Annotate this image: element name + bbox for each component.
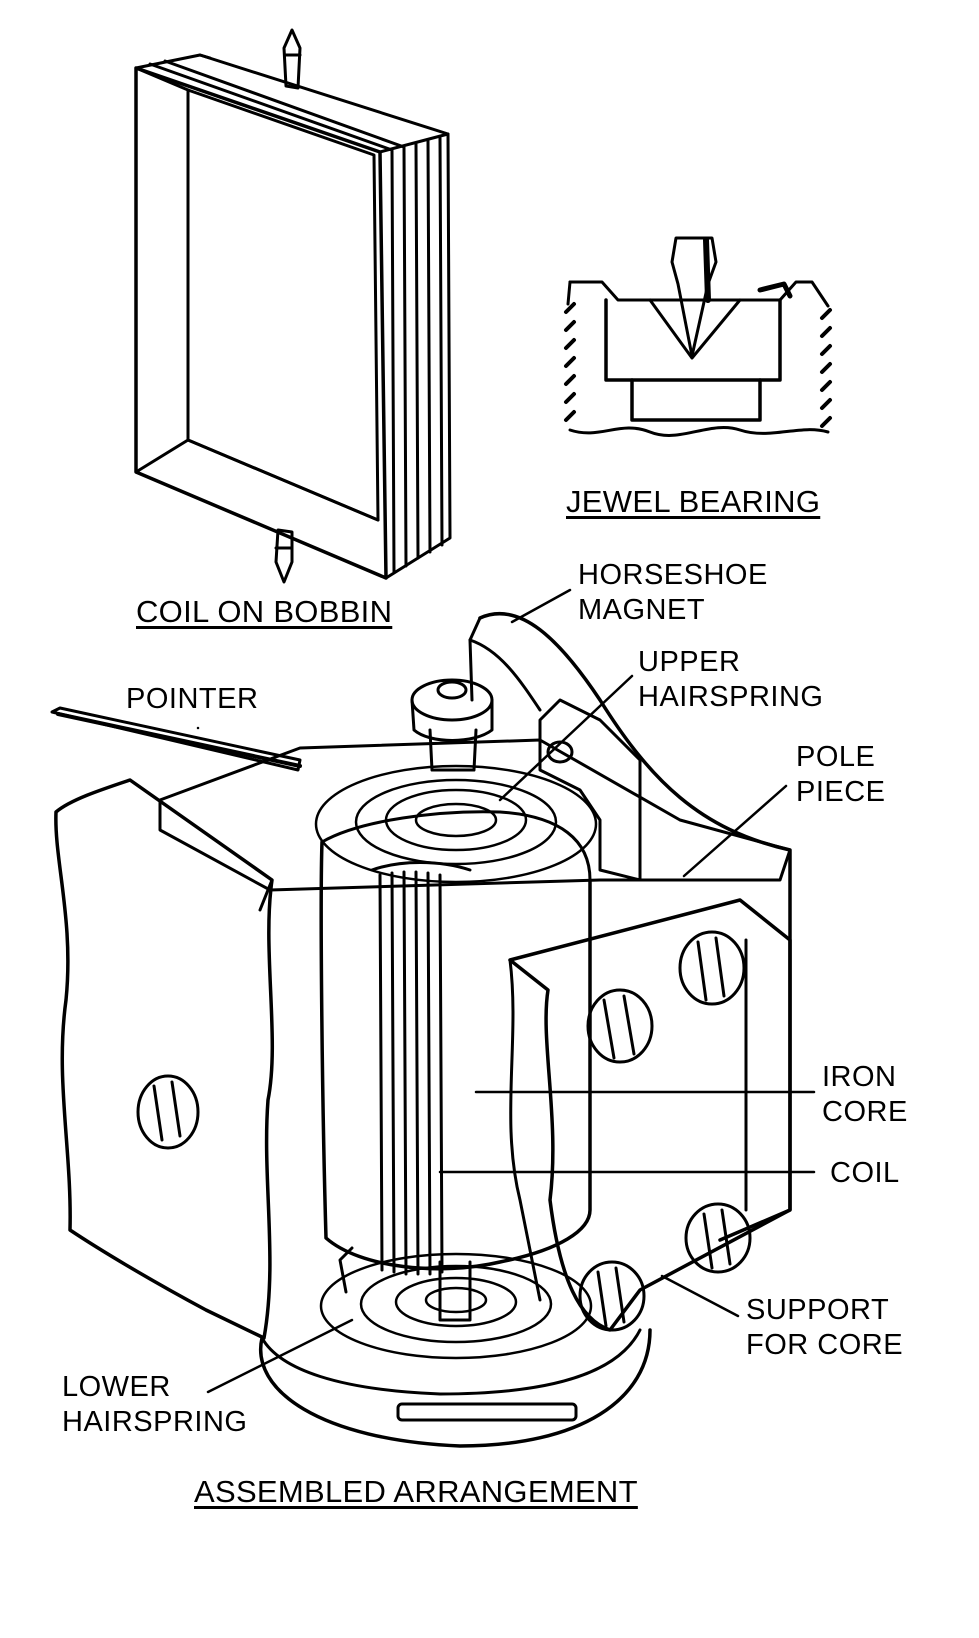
leader-upper-hairspring [498,674,634,802]
right-pole-block [508,898,792,1332]
base-slot [396,1402,578,1422]
jewel-bearing-figure [564,236,832,437]
label-lower-hairspring: LOWER HAIRSPRING [62,1371,248,1438]
leader-lower-hairspring [206,1318,354,1394]
label-coil: COIL [830,1157,900,1189]
left-pole-block [54,778,275,1340]
label-horseshoe-magnet: HORSESHOE MAGNET [578,559,768,626]
jewel-stone [604,298,782,382]
round-base [258,1328,652,1448]
right-block-screw-2 [678,930,746,1006]
label-support-for-core: SUPPORT FOR CORE [746,1294,904,1361]
right-block-screw-4 [578,1260,646,1332]
pointer-needle [50,706,302,772]
lower-pivot [438,1260,472,1322]
jewel-housing-bottom [568,425,830,437]
leader-pole-piece [682,784,788,878]
label-pointer: POINTER [126,683,259,715]
right-block-screw-3 [684,1202,752,1274]
caption-jewel-bearing: JEWEL BEARING [566,484,821,519]
bobbin-windings [134,53,452,580]
leader-lines [196,588,816,1394]
jewel-hatch-right [820,308,832,428]
jewel-base [630,378,762,422]
caption-coil-on-bobbin: COIL ON BOBBIN [136,594,393,629]
leader-support-for-core [660,1274,740,1318]
bobbin-top-pivot [282,28,302,90]
right-block-screw-1 [586,988,654,1064]
bobbin-bottom-pivot [274,528,294,584]
leader-horseshoe-magnet [510,588,572,624]
caption-assembled-arrangement: ASSEMBLED ARRANGEMENT [194,1474,638,1509]
jewel-pivot [670,236,718,358]
top-bridge-plate [158,738,792,892]
horseshoe-magnet [478,611,792,1242]
lower-hairspring [319,1252,593,1360]
left-block-screw [136,1074,200,1150]
coil-windings [370,861,472,1276]
label-upper-hairspring: UPPER HAIRSPRING [638,646,824,713]
label-pole-piece: POLE PIECE [796,741,886,808]
jewel-hatch-left [564,302,576,422]
assembled-arrangement-figure [50,588,816,1448]
label-iron-core: IRON CORE [822,1061,908,1128]
upper-bracket [538,698,642,882]
jewel-housing [568,280,830,308]
upper-pivot-cap [410,678,494,772]
coil-on-bobbin-figure [134,28,452,584]
